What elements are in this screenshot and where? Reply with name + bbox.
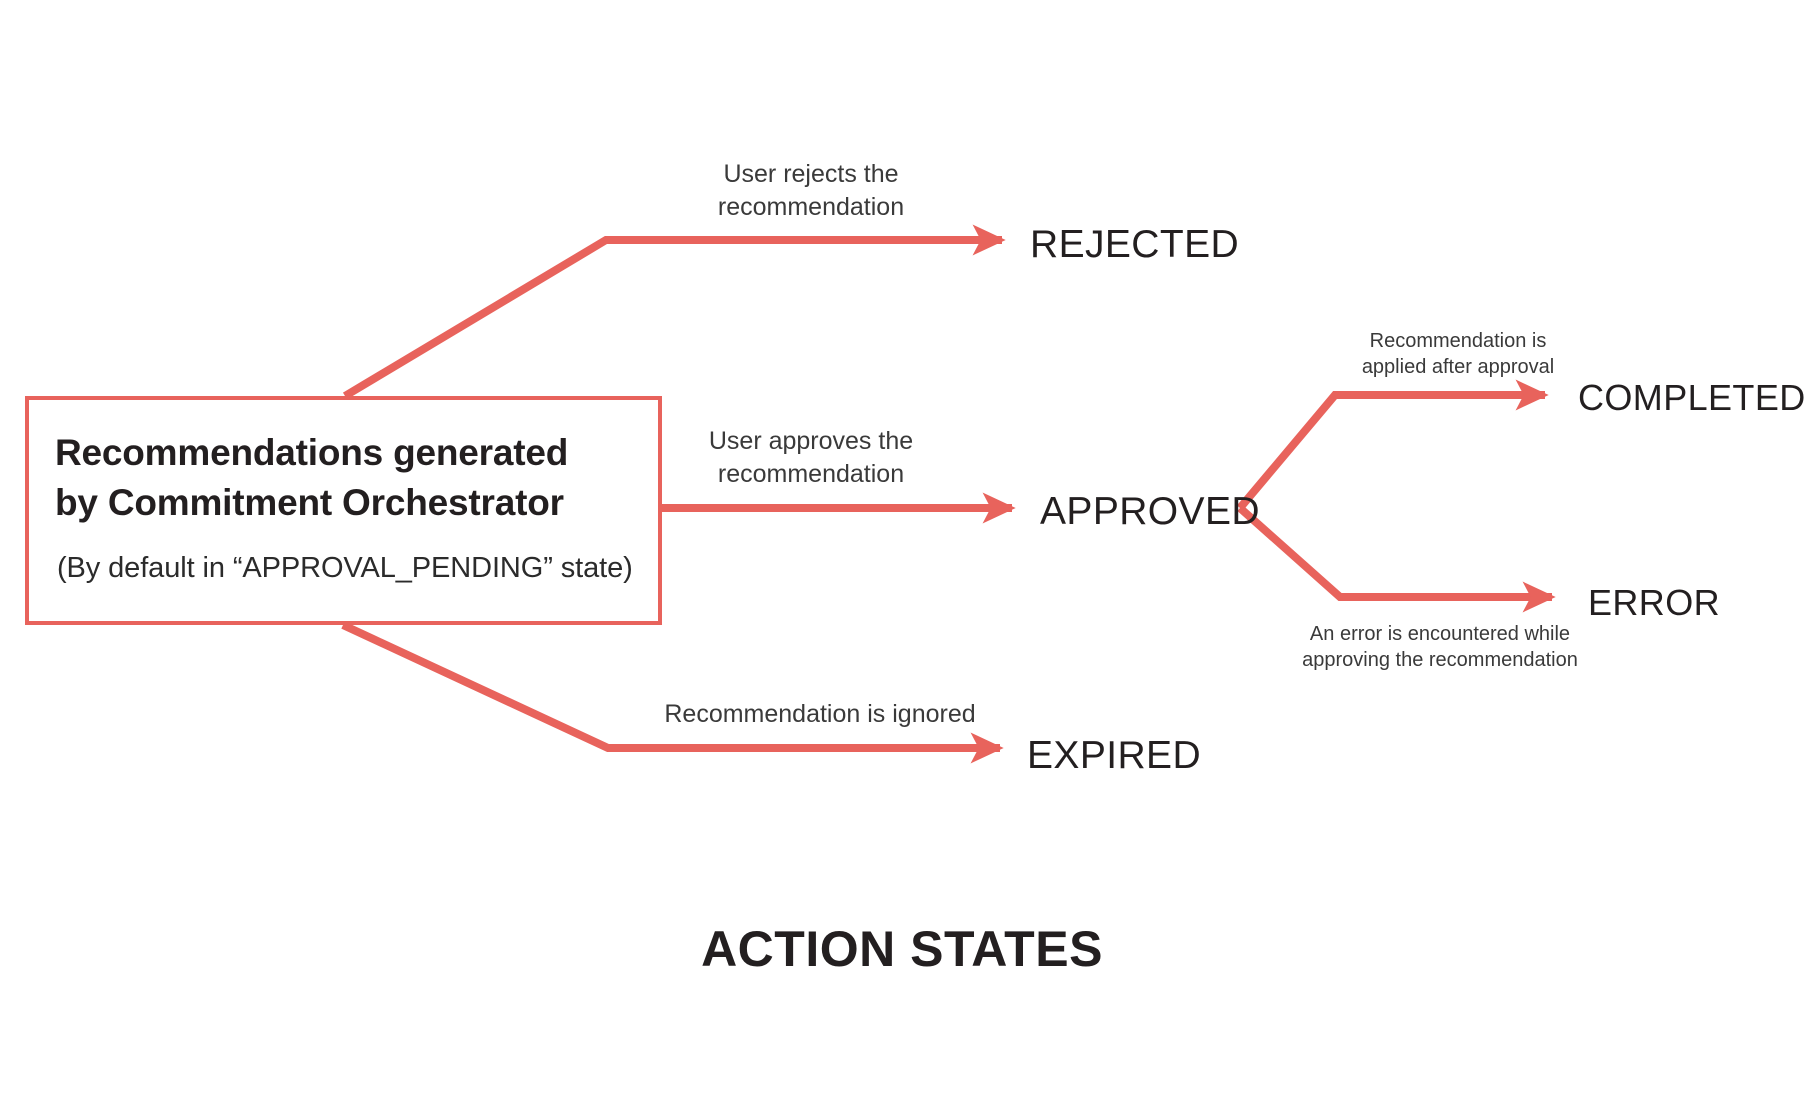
figure-title: ACTION STATES: [701, 921, 1103, 977]
edge-to-expired: [341, 621, 1004, 764]
edge-to-rejected: [342, 224, 1006, 400]
source-node-title-line2: by Commitment Orchestrator: [55, 481, 564, 523]
state-approved: APPROVED: [1040, 490, 1260, 533]
edge-to-completed: [1236, 379, 1549, 511]
edge-label-to-rejected: User rejects the recommendation: [717, 160, 905, 221]
state-rejected: REJECTED: [1030, 223, 1240, 266]
state-completed: COMPLETED: [1578, 377, 1804, 418]
source-node: Recommendations generated by Commitment O…: [25, 396, 662, 625]
source-node-title: Recommendations generated by Commitment O…: [55, 428, 632, 527]
state-error: ERROR: [1588, 582, 1721, 623]
state-expired: EXPIRED: [1027, 734, 1202, 777]
edge-to-error: [1237, 505, 1556, 613]
edge-label-to-approved: User approves the recommendation: [708, 427, 914, 488]
source-node-subtitle: (By default in “APPROVAL_PENDING” state): [57, 552, 633, 584]
edge-label-to-completed: Recommendation is applied after approval: [1361, 330, 1555, 379]
source-node-title-line1: Recommendations generated: [55, 432, 569, 473]
edge-label-to-error: An error is encountered while approving …: [1302, 623, 1578, 672]
edge-label-to-expired: Recommendation is ignored: [664, 700, 976, 728]
